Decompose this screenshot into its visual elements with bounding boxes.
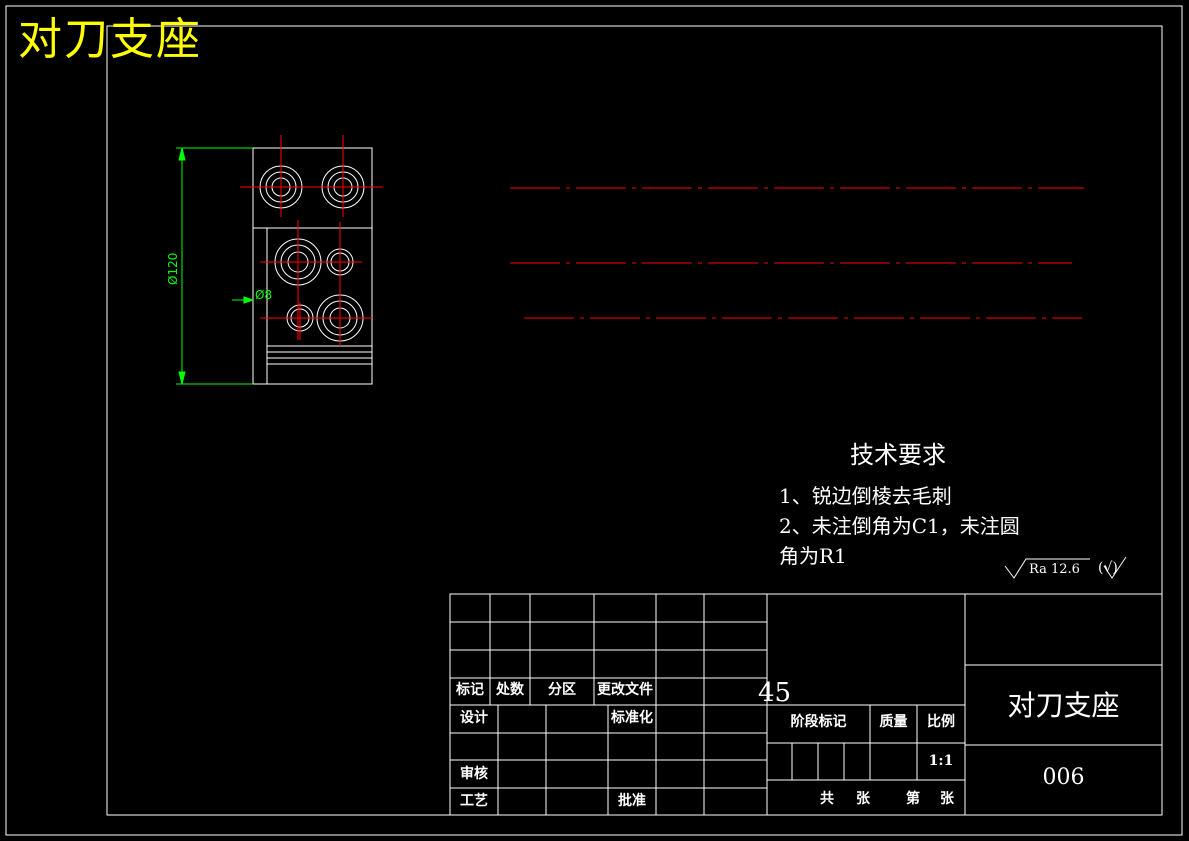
tech-req-item-1: 1、锐边倒棱去毛刺 bbox=[779, 484, 952, 508]
tech-req-item-3: 角为R1 bbox=[779, 544, 847, 568]
label-design: 设计 bbox=[460, 710, 488, 726]
label-approve: 批准 bbox=[618, 793, 646, 809]
dimension-lines bbox=[176, 147, 255, 385]
label-review: 审核 bbox=[460, 766, 488, 782]
part-name: 对刀支座 bbox=[1007, 689, 1120, 722]
tech-req-heading: 技术要求 bbox=[850, 441, 946, 469]
centerlines bbox=[240, 135, 383, 346]
label-zone: 分区 bbox=[548, 682, 576, 698]
title-block bbox=[449, 593, 1163, 816]
scale-value: 1:1 bbox=[928, 753, 954, 769]
roughness-bracket: (√) bbox=[1098, 560, 1118, 576]
roughness-value: Ra 12.6 bbox=[1029, 562, 1080, 577]
drawing-title: 对刀支座 bbox=[18, 14, 202, 65]
part-outline bbox=[252, 147, 373, 385]
part-view bbox=[252, 147, 373, 385]
label-mark: 标记 bbox=[456, 682, 484, 698]
label-scale: 比例 bbox=[927, 714, 955, 730]
label-number: 第 bbox=[906, 791, 920, 807]
label-weight: 质量 bbox=[879, 714, 908, 730]
label-stage-mark: 阶段标记 bbox=[790, 714, 847, 730]
height-dimension: Ø120 bbox=[166, 252, 180, 285]
drawing-number: 006 bbox=[1042, 765, 1085, 790]
outer-border bbox=[5, 5, 1183, 836]
roughness-symbol bbox=[1004, 556, 1127, 579]
small-dimension: Ø8 bbox=[255, 288, 273, 302]
dash-lines bbox=[510, 187, 1084, 319]
label-change-doc: 更改文件 bbox=[597, 682, 653, 698]
label-sheets: 张 bbox=[856, 791, 870, 807]
label-count: 处数 bbox=[496, 682, 524, 698]
material: 45 bbox=[758, 678, 792, 708]
label-total: 共 bbox=[820, 791, 834, 807]
label-standardize: 标准化 bbox=[611, 710, 653, 726]
tech-req-item-2: 2、未注倒角为C1，未注圆 bbox=[779, 514, 1020, 538]
label-process: 工艺 bbox=[460, 793, 488, 809]
label-sheet: 张 bbox=[940, 791, 954, 807]
